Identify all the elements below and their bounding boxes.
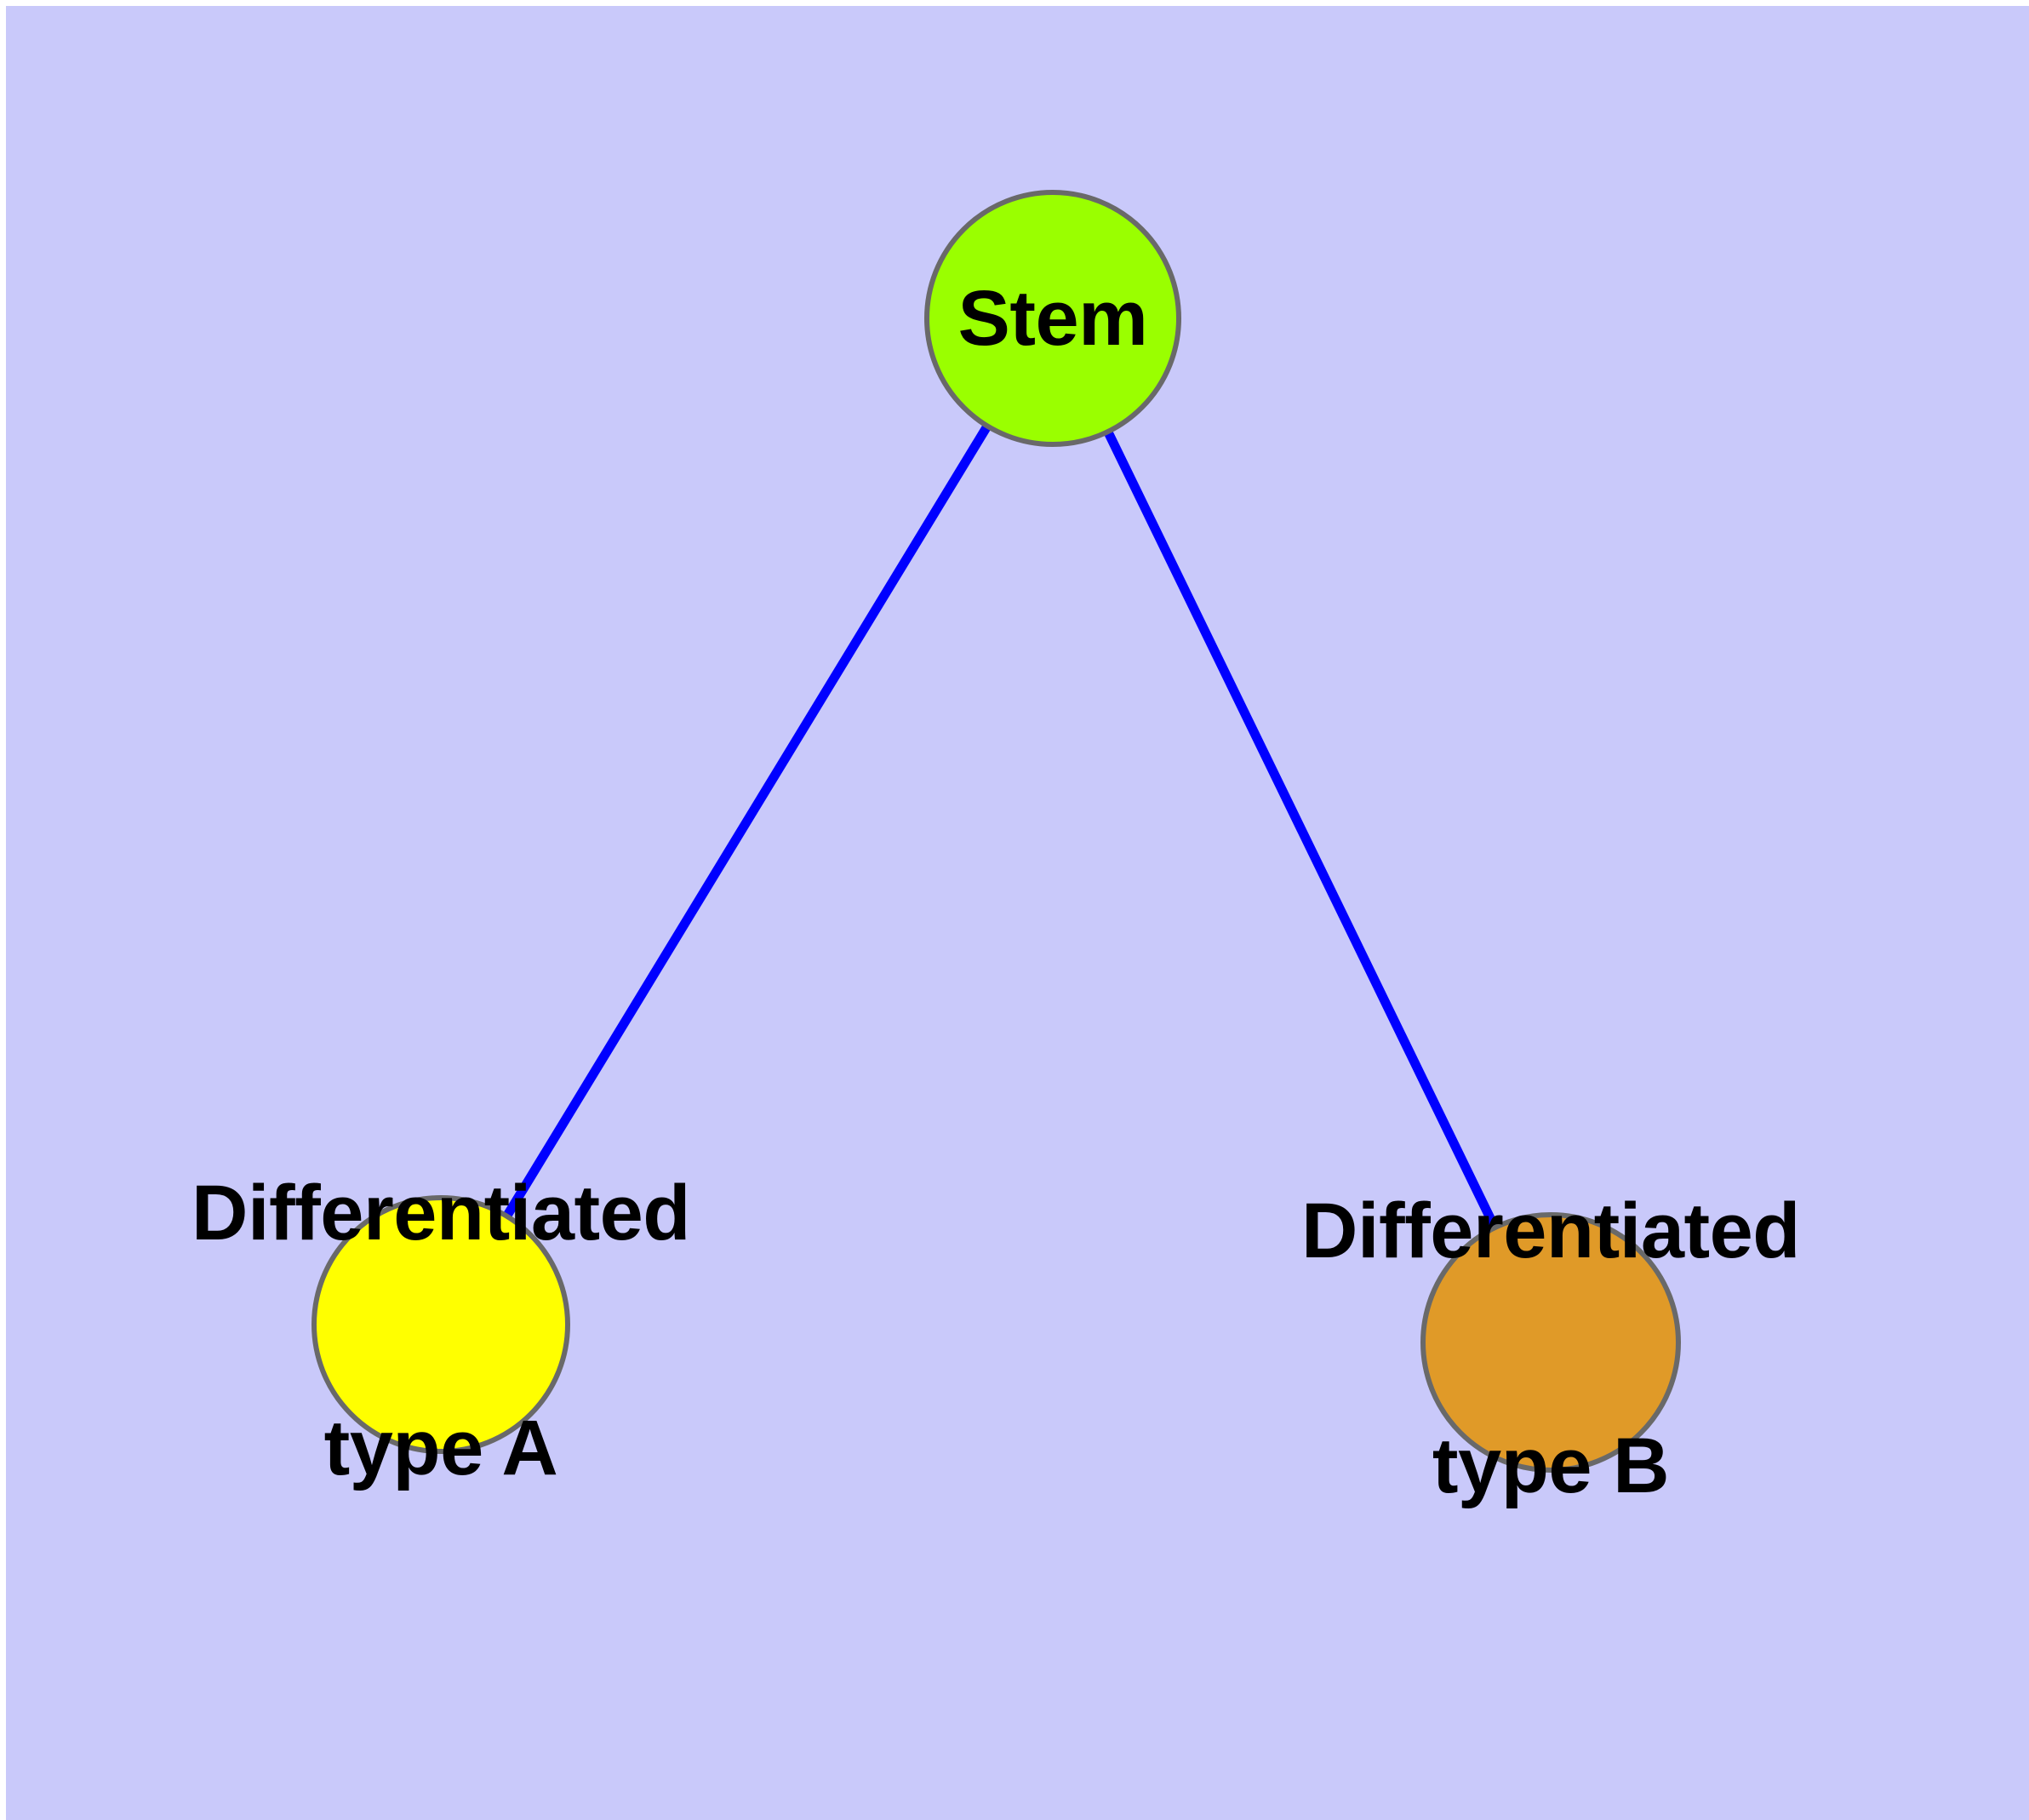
node-differentiated-type-a[interactable] [311,1195,570,1454]
graph-plot-area: Stem Differentiated type A Differentiate… [6,6,2029,1820]
node-differentiated-type-b[interactable] [1420,1212,1681,1473]
edge-stem-to-differentiated-type-b[interactable] [1049,316,1555,1345]
node-layer [311,190,1681,1473]
graph-svg [311,190,1681,1473]
edge-layer [437,316,1555,1345]
edge-stem-to-differentiated-type-a[interactable] [437,316,1057,1327]
node-stem[interactable] [924,190,1181,447]
